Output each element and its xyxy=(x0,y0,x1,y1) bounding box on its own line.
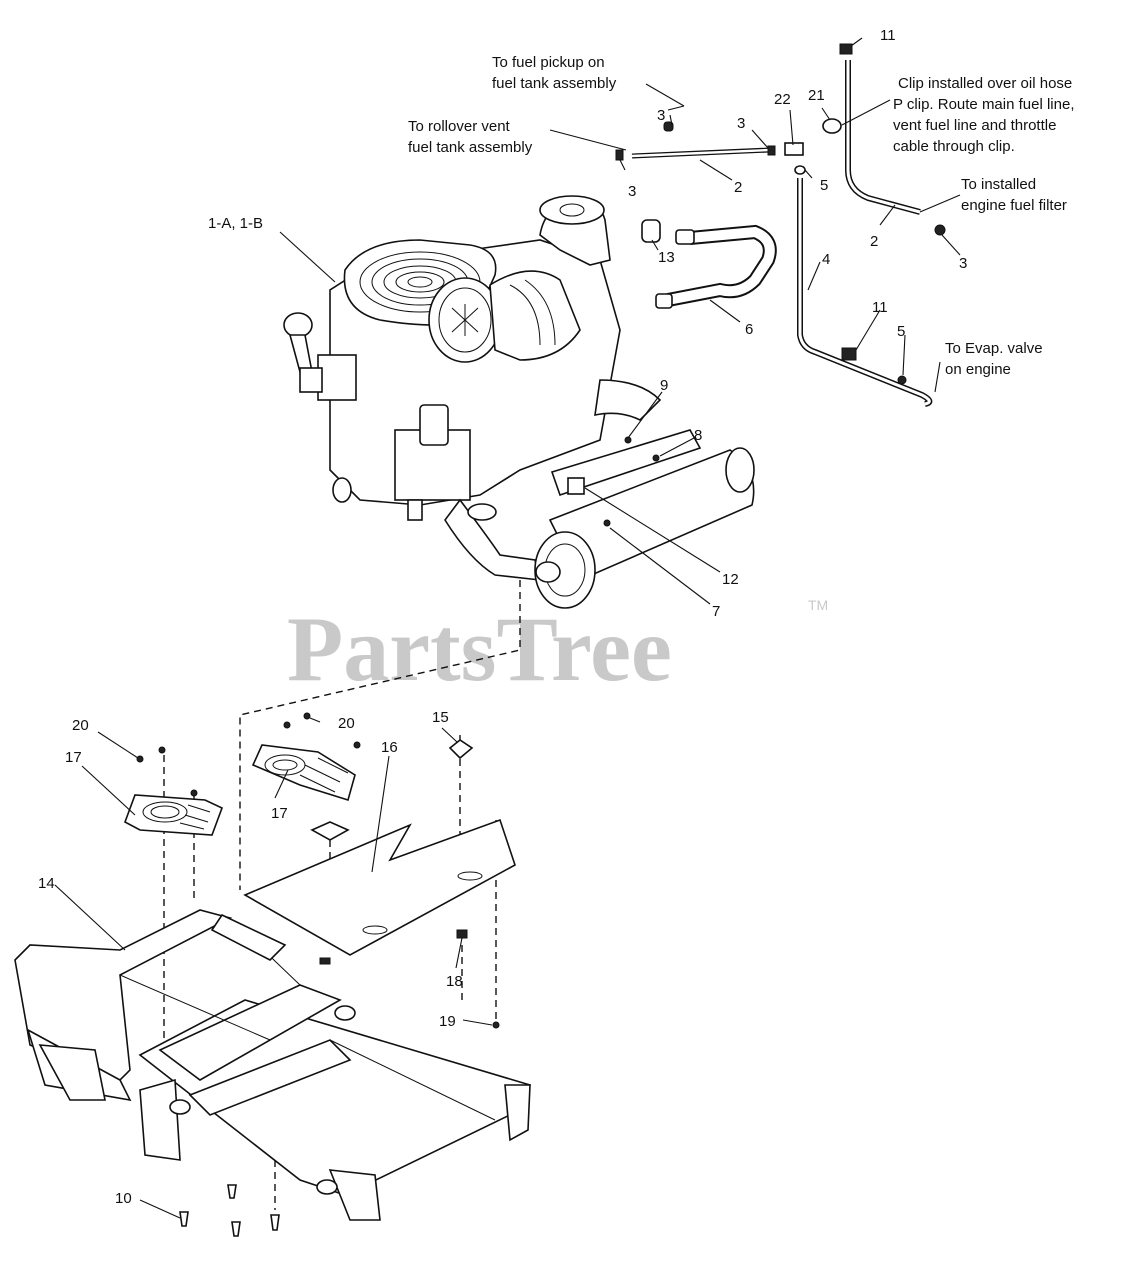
assembly-line xyxy=(239,580,521,890)
p-clip xyxy=(839,43,853,55)
svg-text:fuel tank assembly: fuel tank assembly xyxy=(492,75,617,92)
callout-9: 9 xyxy=(660,377,668,394)
muffler xyxy=(534,447,755,609)
muffler-bracket xyxy=(550,429,702,497)
main-frame xyxy=(14,909,532,1221)
hose-clamp xyxy=(934,224,946,236)
callout-17: 17 xyxy=(65,749,82,766)
watermark-trademark: TM xyxy=(808,597,828,613)
callout-2: 2 xyxy=(734,179,742,196)
callout-3: 3 xyxy=(657,107,665,124)
svg-text:To fuel pickup on: To fuel pickup on xyxy=(492,54,605,71)
callout-11: 11 xyxy=(872,299,888,316)
callout-16: 16 xyxy=(381,739,398,756)
svg-text:To rollover vent: To rollover vent xyxy=(408,118,511,135)
callout-8: 8 xyxy=(694,427,702,444)
muffler-clamp xyxy=(567,477,585,495)
svg-text:Clip installed over oil hose: Clip installed over oil hose xyxy=(898,75,1072,92)
callout-1a-1b: 1-A, 1-B xyxy=(208,215,263,232)
tee-fitting xyxy=(784,142,804,156)
callout-14: 14 xyxy=(38,875,55,892)
evap-fuel-line xyxy=(797,178,933,407)
heat-shield-left xyxy=(124,794,224,836)
plate-slot xyxy=(457,871,483,881)
callout-10: 10 xyxy=(115,1190,132,1207)
callout-20: 20 xyxy=(338,715,355,732)
callout-17: 17 xyxy=(271,805,288,822)
note-clip: Clip installed over oil hose P clip. Rou… xyxy=(893,75,1075,155)
engine-base-plate xyxy=(243,818,516,956)
callout-22: 22 xyxy=(774,91,791,108)
hose-clamp xyxy=(767,145,776,156)
svg-text:on engine: on engine xyxy=(945,361,1011,378)
callout-18: 18 xyxy=(446,973,463,990)
callout-15: 15 xyxy=(432,709,449,726)
vibration-mount xyxy=(310,821,350,841)
engine-assembly xyxy=(283,195,662,581)
note-rollover-vent: To rollover vent fuel tank assembly xyxy=(408,118,533,156)
svg-text:To Evap. valve: To Evap. valve xyxy=(945,340,1043,357)
note-fuel-pickup: To fuel pickup on fuel tank assembly xyxy=(492,54,617,92)
callout-5: 5 xyxy=(897,323,905,340)
callout-2: 2 xyxy=(870,233,878,250)
hose-clamp xyxy=(794,165,806,175)
hose-clamp xyxy=(615,149,624,161)
watermark-text: PartsTree xyxy=(287,598,672,700)
callout-20: 20 xyxy=(72,717,89,734)
callout-13: 13 xyxy=(658,249,675,266)
leader-lines xyxy=(54,37,961,1219)
callout-7: 7 xyxy=(712,603,720,620)
callout-3: 3 xyxy=(737,115,745,132)
callout-6: 6 xyxy=(745,321,753,338)
main-fuel-line xyxy=(671,37,921,215)
callout-numbers: 11 3 3 3 3 2 2 22 21 5 5 1-A, 1-B 13 6 4… xyxy=(38,27,967,1207)
callout-3: 3 xyxy=(628,183,636,200)
svg-text:engine fuel filter: engine fuel filter xyxy=(961,197,1067,214)
bracket-bolt xyxy=(652,454,660,462)
svg-text:cable through clip.: cable through clip. xyxy=(893,138,1015,155)
vibration-mount xyxy=(448,739,474,760)
svg-text:vent fuel line and throttle: vent fuel line and throttle xyxy=(893,117,1056,134)
callout-12: 12 xyxy=(722,571,739,588)
hose-fitting xyxy=(641,219,661,243)
note-evap-valve: To Evap. valve on engine xyxy=(945,340,1043,378)
callout-19: 19 xyxy=(439,1013,456,1030)
callout-11: 11 xyxy=(880,27,896,44)
heat-shield-right xyxy=(251,744,356,802)
nut xyxy=(456,929,468,939)
plate-slot xyxy=(362,925,388,935)
svg-text:fuel tank assembly: fuel tank assembly xyxy=(408,139,533,156)
breather-hose xyxy=(655,224,777,309)
hose-clamp xyxy=(663,121,674,132)
hardware-bolts xyxy=(136,712,500,1237)
vent-fuel-line xyxy=(631,147,771,159)
hose-clamp xyxy=(897,375,907,385)
svg-text:To installed: To installed xyxy=(961,176,1036,193)
p-clip xyxy=(841,347,857,361)
callout-3: 3 xyxy=(959,255,967,272)
callout-4: 4 xyxy=(822,251,830,268)
svg-text:P clip. Route main fuel line,: P clip. Route main fuel line, xyxy=(893,96,1075,113)
note-fuel-filter: To installed engine fuel filter xyxy=(961,176,1067,214)
callout-21: 21 xyxy=(808,87,825,104)
p-clip xyxy=(822,118,842,134)
callout-5: 5 xyxy=(820,177,828,194)
bracket-bolt xyxy=(624,436,632,444)
nut xyxy=(319,957,331,965)
